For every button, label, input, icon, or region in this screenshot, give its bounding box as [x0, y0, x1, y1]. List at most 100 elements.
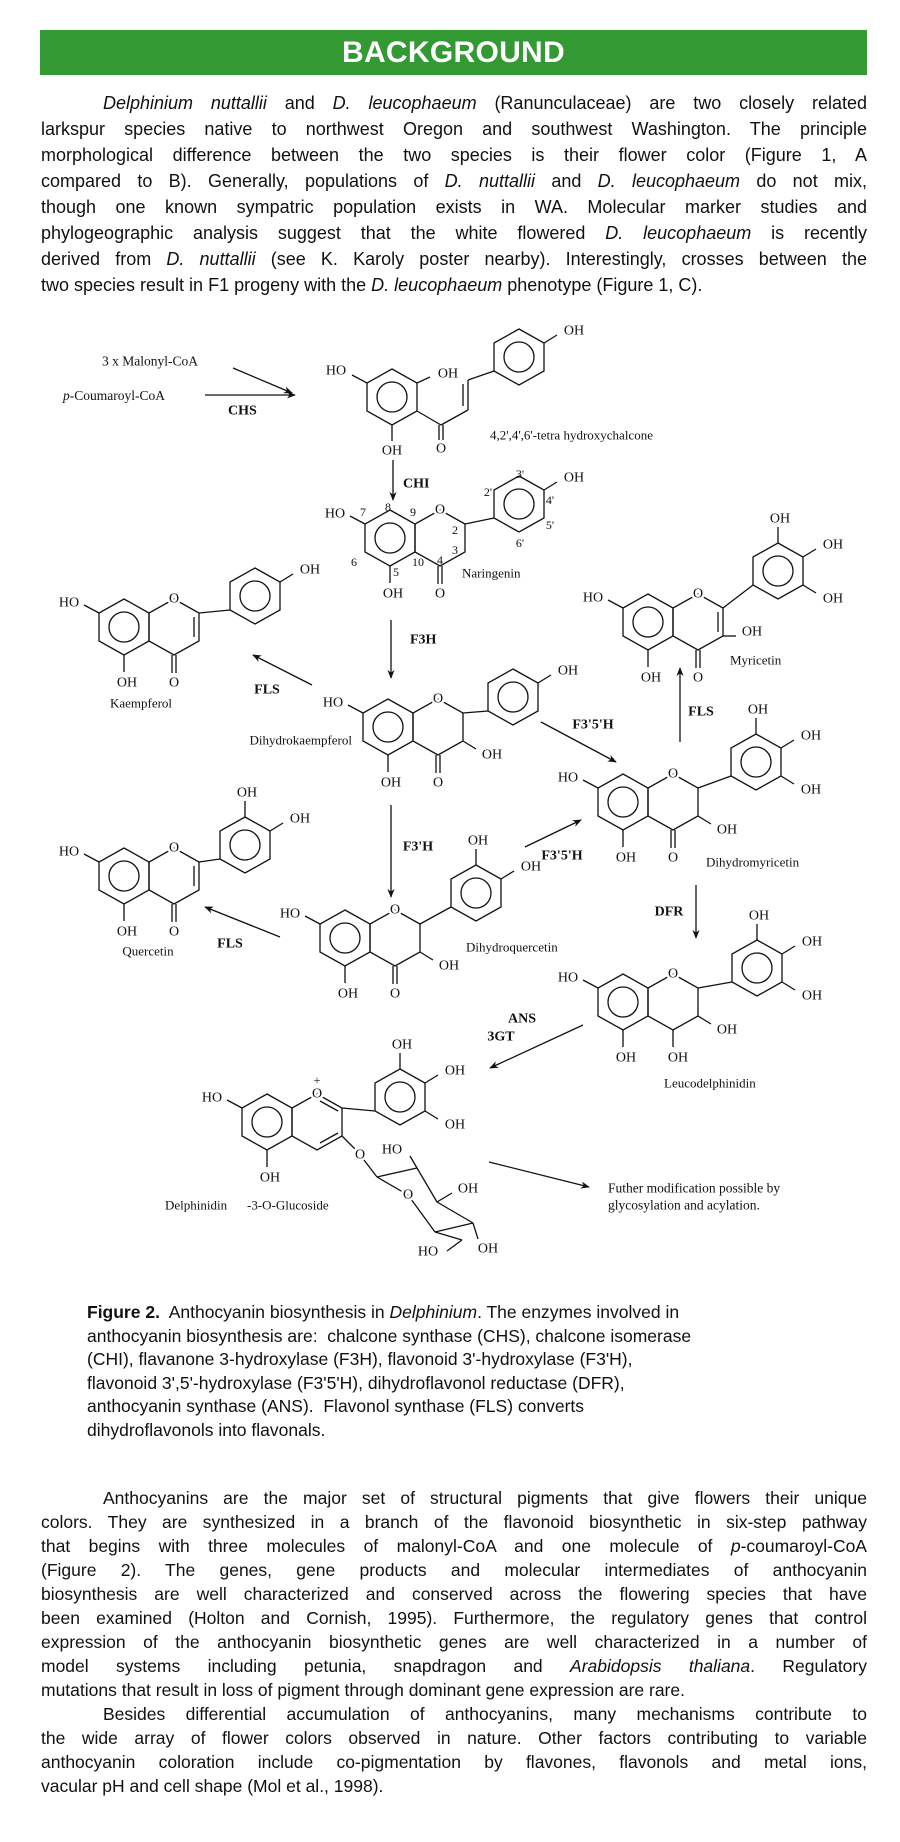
compound-name: Delphinidin	[165, 1198, 228, 1213]
paragraph-line: larkspur species native to northwest Ore…	[41, 116, 867, 142]
b-ring	[450, 864, 502, 922]
bond	[543, 481, 558, 491]
caption-text: Anthocyanin biosynthesis in	[159, 1302, 390, 1322]
position-number: 2	[452, 523, 458, 537]
bond	[462, 740, 477, 750]
glucose-bond	[436, 1201, 474, 1224]
compound-name: Quercetin	[122, 944, 174, 959]
hydroxyl-label: OH	[802, 989, 822, 1004]
caption-line: anthocyanin synthase (ANS). Flavonol syn…	[87, 1396, 585, 1417]
bond	[607, 599, 624, 609]
ring-oxygen-label: O	[312, 1087, 322, 1102]
carbonyl-oxygen-label: O	[668, 851, 678, 866]
bond	[434, 1231, 463, 1241]
compound-name: Dihydrokaempferol	[249, 733, 352, 748]
bond	[500, 870, 515, 880]
para-prefix: p	[62, 388, 70, 403]
hydroxyl-label: OH	[392, 1038, 412, 1053]
ring-oxygen-label: O	[668, 767, 678, 782]
text-run: biosynthesis are well characterized and …	[41, 1584, 867, 1604]
aromatic-circle	[251, 1106, 283, 1138]
b-ring	[730, 733, 782, 791]
hydroxyl-label: OH	[237, 786, 257, 801]
paragraph-line: morphological difference between the two…	[41, 142, 867, 168]
position-number: 4'	[546, 493, 554, 507]
hydroxyl-label: HO	[558, 971, 578, 986]
a-ring	[597, 973, 649, 1031]
carbonyl-oxygen-label: O	[169, 925, 179, 940]
position-number: 6'	[516, 536, 524, 550]
enzyme-label-dfr: DFR	[655, 905, 685, 920]
c-ring	[647, 973, 699, 1031]
hydroxyl-label: OH	[439, 959, 459, 974]
italic-term: D. nuttallii	[166, 249, 256, 269]
paragraph-line: though one known sympatric population ex…	[41, 194, 867, 220]
text-run: vacular pH and cell shape (Mol et al., 1…	[41, 1776, 384, 1796]
hydroxyl-label: OH	[616, 851, 636, 866]
compound-name: Dihydroquercetin	[466, 940, 558, 955]
italic-term: Delphinium nuttallii	[103, 93, 267, 113]
caption-line: dihydroflavonols into flavonals.	[87, 1419, 326, 1440]
glucose-bond	[376, 1167, 418, 1178]
ring-oxygen-label: O	[693, 587, 703, 602]
carbonyl-oxygen-label: O	[169, 676, 179, 691]
bond	[697, 815, 712, 825]
hydroxyl-label: OH	[300, 563, 320, 578]
position-number: 7	[360, 505, 366, 519]
caption-line: (CHI), flavanone 3-hydroxylase (F3H), fl…	[87, 1349, 633, 1370]
enzyme-label-f35h-lower: F3'5'H	[541, 849, 582, 864]
bond	[467, 370, 495, 381]
glycosidic-oxygen-label: O	[355, 1148, 365, 1163]
enzyme-label-f3h: F3H	[410, 633, 437, 648]
paragraph-line: compared to B). Generally, populations o…	[41, 168, 867, 194]
hydroxyl-label: OH	[717, 823, 737, 838]
enzyme-label-fls-kaempferol: FLS	[254, 683, 280, 698]
hydroxyl-label: OH	[801, 783, 821, 798]
text-run: compared to B). Generally, populations o…	[41, 171, 445, 191]
text-run: and	[535, 171, 598, 191]
bond	[582, 779, 599, 789]
ring-oxygen-label: O	[433, 692, 443, 707]
enzyme-label-f35h-upper: F3'5'H	[572, 718, 613, 733]
b-ring	[229, 567, 281, 625]
text-run: larkspur species native to northwest Ore…	[41, 119, 867, 139]
c2-b-bond	[697, 775, 732, 789]
b-ring	[374, 1068, 426, 1126]
hydroxyl-label: OH	[438, 367, 458, 382]
hydroxyl-label: OH	[801, 729, 821, 744]
paragraph-line: (Figure 2). The genes, gene products and…	[41, 1558, 867, 1582]
bond	[781, 945, 796, 955]
text-run: and	[266, 93, 333, 113]
bond	[416, 410, 442, 426]
f35h-lower-arrow	[524, 819, 582, 848]
text-run: been examined (Holton and Cornish, 1995)…	[41, 1608, 867, 1628]
position-number: 4	[437, 553, 443, 567]
bond	[802, 584, 817, 594]
c2-b-bond	[198, 858, 221, 863]
bond	[440, 409, 469, 426]
c2-b-bond	[341, 1107, 376, 1112]
bond	[780, 775, 795, 785]
text-run: colors. They are synthesized in a branch…	[41, 1512, 867, 1532]
c-ring	[148, 847, 200, 905]
bond	[780, 739, 795, 749]
c-ring	[412, 698, 464, 756]
caption-line: flavonoid 3',5'-hydroxylase (F3'5'H), di…	[87, 1372, 625, 1393]
chalcone-a-ring	[366, 368, 418, 426]
compound-name: Myricetin	[730, 653, 782, 668]
bond	[424, 1074, 439, 1084]
c-ring	[672, 593, 724, 651]
text-run: (Figure 2). The genes, gene products and…	[41, 1560, 867, 1580]
c-ring	[369, 909, 421, 967]
italic-term: p	[730, 1536, 741, 1556]
text-run: phenotype (Figure 1, C).	[502, 275, 703, 295]
position-number: 8	[385, 500, 391, 514]
glucose-bond	[416, 1167, 438, 1203]
hydroxyl-label: OH	[445, 1118, 465, 1133]
text-run: two species result in F1 progeny with th…	[41, 275, 372, 295]
carbonyl-oxygen-label: O	[390, 987, 400, 1002]
paragraph-line: expression of the anthocyanin biosynthet…	[41, 1630, 867, 1654]
paragraph-line: Delphinium nuttallii and D. leucophaeum …	[41, 90, 867, 116]
paragraph-line: colors. They are synthesized in a branch…	[41, 1510, 867, 1534]
bond	[416, 376, 431, 384]
